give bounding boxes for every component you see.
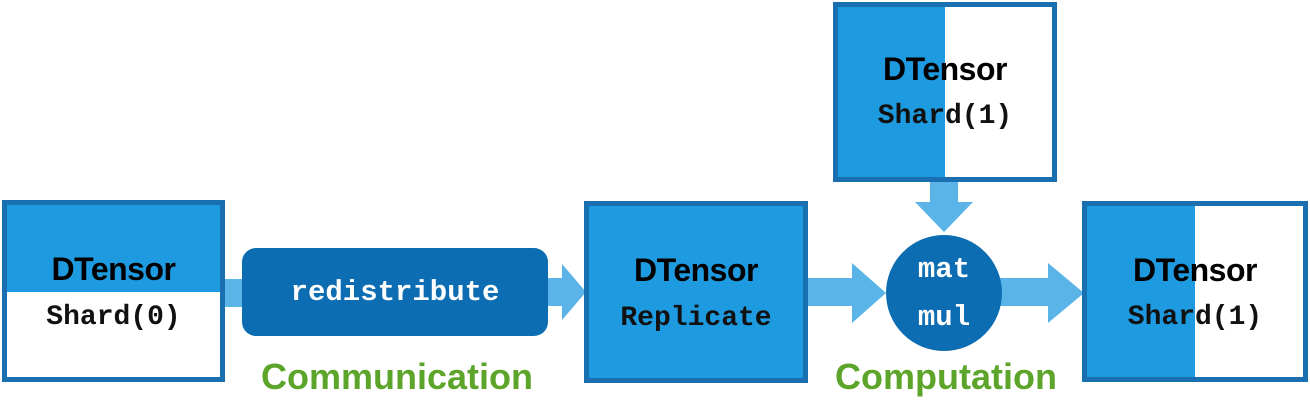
arrow-weight-to-matmul-body [930,180,958,204]
redistribute-op: redistribute [242,248,548,336]
matmul-label-line2: mul [917,301,971,334]
replicated-dtensor-node: DTensor Replicate [584,201,808,383]
replicated-dtensor-placement: Replicate [620,303,772,334]
weight-dtensor-title: DTensor [883,51,1007,87]
arrow-replicate-to-matmul-head [852,263,886,323]
matmul-label-line1: mat [917,253,971,286]
output-dtensor-placement: Shard(1) [1127,302,1263,333]
output-dtensor-node: DTensor Shard(1) [1082,201,1308,382]
matmul-op: mat mul [886,235,1002,351]
input-dtensor-title: DTensor [51,251,176,287]
input-dtensor-node: DTensor Shard(0) [2,200,225,382]
weight-dtensor-placement: Shard(1) [877,101,1013,132]
arrow-matmul-to-output-body [1000,278,1050,306]
arrow-replicate-to-matmul-body [805,278,855,306]
weight-dtensor-node: DTensor Shard(1) [833,2,1057,182]
arrow-matmul-to-output-head [1048,263,1084,323]
redistribute-label: redistribute [290,276,500,309]
communication-label: Communication [260,356,533,397]
shard-1-white-region [945,7,1052,177]
input-dtensor-placement: Shard(0) [46,302,181,333]
arrow-weight-to-matmul-head [915,202,973,232]
arrow-redistribute-head [562,264,586,320]
arrow-redistribute-body [545,278,565,306]
replicated-dtensor-title: DTensor [634,252,758,288]
output-dtensor-title: DTensor [1133,252,1257,288]
computation-label: Computation [835,356,1057,397]
output-shard-1-white-region [1195,206,1303,377]
shard-0-white-region [7,292,220,377]
